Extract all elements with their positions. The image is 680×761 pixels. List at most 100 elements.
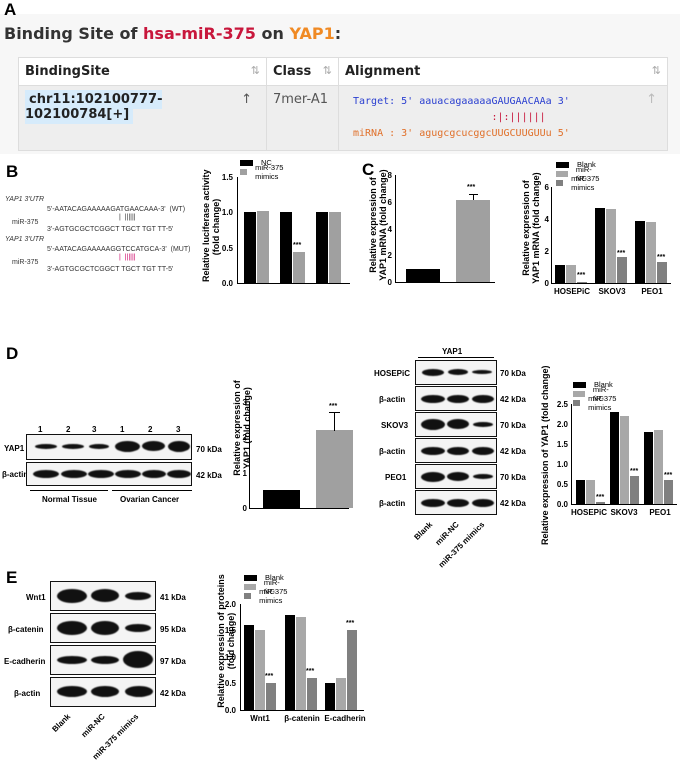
band: [421, 499, 445, 507]
lane-number: 3: [176, 425, 181, 434]
blot-row-label: Wnt1: [26, 593, 46, 602]
group-bracket: [30, 490, 108, 491]
sort-icon[interactable]: ⇅: [322, 64, 332, 77]
bar: [635, 221, 645, 283]
significance-marker: ***: [467, 184, 476, 191]
binding-site-title: Binding Site of hsa-miR-375 on YAP1:: [4, 24, 341, 43]
blot-row-label: β-actin: [379, 395, 406, 404]
bar: [617, 257, 627, 283]
panel-e-letter: E: [6, 568, 18, 587]
y-tick: 1.5: [221, 173, 233, 182]
band: [125, 624, 151, 632]
band: [57, 621, 87, 635]
band: [472, 499, 494, 507]
band: [473, 474, 493, 479]
y-tick: 1.0: [556, 460, 568, 469]
kda-label: 42 kDa: [500, 499, 526, 508]
pairing-lines: :|:||||||: [353, 112, 546, 123]
bar: [610, 412, 619, 504]
kda-label: 42 kDa: [500, 395, 526, 404]
blot-row-label: SKOV3: [381, 421, 409, 430]
y-tick: 4: [544, 215, 549, 224]
sort-icon[interactable]: ⇅: [250, 64, 260, 77]
bar: [307, 678, 317, 710]
y-tick: 8: [387, 171, 392, 180]
x-axis: [240, 710, 364, 711]
band: [448, 369, 468, 375]
x-category: SKOV3: [610, 508, 638, 517]
x-category: E-cadherin: [324, 714, 366, 723]
blot-strip: [415, 412, 497, 437]
bar: [654, 430, 663, 504]
chart-legend: Blank miR-NC miR-375 mimics: [244, 573, 288, 605]
chart-legend: NC miR-375 mimics: [240, 158, 284, 181]
panel-a-letter: A: [4, 0, 17, 19]
bar: [646, 222, 656, 283]
legend-label: Blank: [594, 380, 613, 389]
group-label: Ovarian Cancer: [120, 495, 180, 504]
band: [57, 656, 87, 664]
x-category: PEO1: [649, 508, 671, 517]
x-category: PEO1: [641, 287, 663, 296]
y-tick: 1: [242, 469, 247, 478]
band: [142, 470, 166, 478]
mir375-label: miR-375: [12, 259, 39, 266]
lane-label: miR-375 mimics: [436, 520, 487, 570]
y-axis-label: Relative expression of proteins(fold cha…: [216, 574, 236, 708]
band: [91, 686, 119, 697]
legend-swatch: [240, 168, 248, 175]
gene-name[interactable]: YAP1: [289, 24, 335, 43]
error-bar: [473, 194, 474, 200]
blot-strip: [415, 464, 497, 489]
x-axis: [551, 283, 671, 284]
legend-swatch: [556, 170, 568, 177]
bar-nc-wt: [280, 212, 292, 283]
y-axis: [395, 175, 396, 282]
y-tick: 6: [387, 198, 392, 207]
column-header-alignment[interactable]: Alignment ⇅: [339, 58, 667, 86]
blot-strip: [50, 613, 156, 643]
binding-site-value[interactable]: chr11:102100777-102100784[+]: [25, 90, 163, 124]
significance-marker: ***: [657, 254, 666, 261]
band: [447, 447, 469, 455]
band: [57, 686, 87, 697]
bar: [577, 282, 587, 283]
x-axis: [395, 282, 495, 283]
y-tick: 2: [387, 251, 392, 260]
bar: [244, 625, 254, 710]
mirna-name[interactable]: hsa-miR-375: [143, 24, 256, 43]
legend-label: NC: [261, 158, 272, 167]
lane-label: Blank: [50, 712, 73, 734]
y-tick: 2: [544, 247, 549, 256]
group-bracket: [112, 490, 192, 491]
y-axis: [237, 177, 238, 283]
column-header-class[interactable]: Class ⇅: [267, 58, 339, 86]
bar-ovarian-cancer: [456, 200, 490, 282]
column-header-bindingsite[interactable]: BindingSite ⇅: [19, 58, 267, 86]
bar: [285, 615, 295, 710]
lane-number: 1: [38, 425, 43, 434]
bar: [336, 678, 346, 710]
chart-legend: Blank miR-NC miR-375 mimics: [573, 380, 617, 412]
band: [61, 470, 87, 478]
header-label: Alignment: [345, 64, 421, 79]
band: [473, 422, 493, 427]
band: [421, 395, 445, 403]
legend-swatch: [573, 399, 581, 406]
blot-row-label: PEO1: [385, 473, 407, 482]
row-arrow-icon: ↑: [646, 92, 657, 107]
y-axis: [249, 402, 250, 508]
band: [472, 395, 494, 403]
legend-label: miR-NC: [575, 164, 592, 183]
legend-label: miR-375 mimics: [255, 162, 284, 181]
kda-label: 70 kDa: [500, 369, 526, 378]
kda-label: 97 kDa: [160, 657, 186, 666]
blot-row-label: β-actin: [2, 470, 29, 479]
y-tick: 2.0: [224, 600, 236, 609]
x-category: HOSEPiC: [571, 508, 608, 517]
band: [91, 621, 119, 635]
y-tick: 1.0: [221, 208, 233, 217]
mirna-sequence: miRNA : 3' agugcgcucggcUUGCUUGUUu 5': [353, 128, 570, 139]
bar: [347, 630, 357, 710]
sort-icon[interactable]: ⇅: [651, 64, 661, 77]
